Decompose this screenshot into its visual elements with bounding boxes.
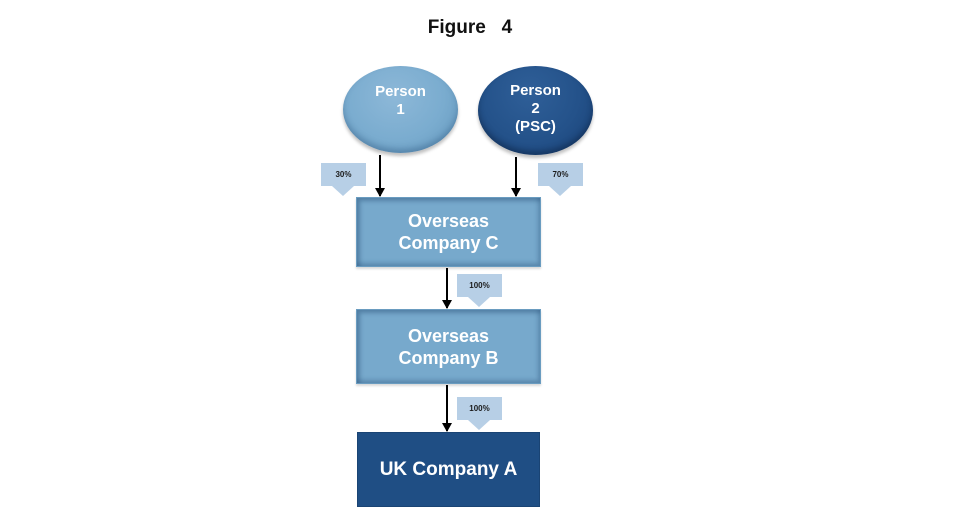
company-c-label: Overseas Company C — [398, 211, 499, 253]
company-a-label: UK Company A — [379, 458, 518, 480]
person-1-node: Person 1 — [343, 66, 458, 153]
arrow-company-b-to-company-a — [442, 385, 452, 432]
overseas-company-b-node: Overseas Company B — [356, 309, 541, 384]
person-1-label: Person 1 — [375, 82, 426, 118]
ownership-callout-100-b-a: 100% — [457, 397, 502, 430]
ownership-callout-30: 30% — [321, 163, 366, 196]
person-2-label: Person 2 (PSC) — [510, 81, 561, 135]
ownership-callout-70: 70% — [538, 163, 583, 196]
arrow-person1-to-company-c — [375, 155, 385, 197]
ownership-callout-100-c-b: 100% — [457, 274, 502, 307]
figure-title: Figure 4 — [427, 17, 513, 38]
uk-company-a-node: UK Company A — [357, 432, 540, 507]
company-b-label: Overseas Company B — [398, 325, 499, 368]
arrow-person2-to-company-c — [511, 157, 521, 197]
overseas-company-c-node: Overseas Company C — [356, 197, 541, 267]
person-2-psc-node: Person 2 (PSC) — [478, 66, 593, 155]
arrow-company-c-to-company-b — [442, 268, 452, 309]
